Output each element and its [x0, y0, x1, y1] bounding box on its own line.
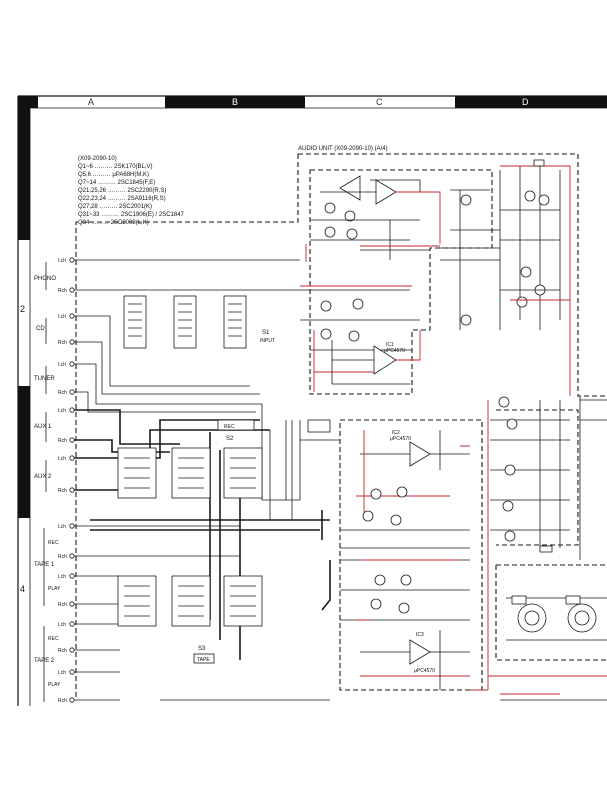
input-label-tape1: TAPE 1	[34, 562, 55, 568]
ic2-label: IC2	[392, 430, 400, 436]
input-label-tape1-rec: REC	[48, 540, 59, 546]
input-label-tape2: TAPE 2	[34, 658, 55, 664]
row-label-2: 2	[20, 304, 25, 314]
parts-list-line: Q7~14 ……… 2SC1845(F,E)	[78, 180, 155, 186]
input-label-tape2-rec: REC	[48, 636, 59, 642]
lower-wiring	[160, 693, 607, 701]
switch-s3-label: S3	[198, 646, 206, 652]
column-label-b: B	[232, 97, 238, 107]
column-ruler: A B C D	[18, 96, 607, 108]
channel-label: Lch	[58, 408, 66, 414]
switch-s1-caption: INPUT	[260, 338, 275, 344]
ic1-part: μPC4570	[384, 348, 405, 354]
input-jacks: PHONO Lch Rch CD Lch Rch TUNER Lch Rch A…	[34, 257, 75, 704]
channel-label: Lch	[58, 670, 66, 676]
input-label-tape2-play: PLAY	[48, 682, 61, 688]
switch-wafer	[171, 447, 211, 499]
parts-list-line: Q21,25,26 ……… 2SC2290(R,S)	[78, 188, 166, 194]
switch-s1-label: S1	[262, 330, 270, 336]
channel-label: Rch	[58, 288, 67, 294]
ic2-part: μPC4570	[390, 436, 411, 442]
parts-list-line: Q22,23,24 ……… 2SA9116(R,S)	[78, 196, 166, 202]
switch-s3: S3 TAPE	[117, 575, 263, 664]
unit-title: AUDIO UNIT (X09-2090-10) (A/4)	[298, 146, 388, 152]
channel-label: Rch	[58, 602, 67, 608]
switch-s2-caption: REC	[224, 424, 235, 430]
input-label-tuner: TUNER	[34, 376, 55, 382]
channel-label: Rch	[58, 438, 67, 444]
row-label-3: 3	[20, 444, 25, 454]
parts-list-line: Q31~33 ……… 2SC1906(E) / 2SC1847	[78, 212, 185, 218]
switch-s3-caption: TAPE	[197, 657, 210, 663]
channel-label: Lch	[58, 574, 66, 580]
opamp-ic2	[409, 441, 431, 467]
parts-list: (X09-2090-10) Q1~6 ……… 2SK170(BL,V) Q5,6…	[78, 156, 185, 226]
switch-s2-label: S2	[226, 436, 234, 442]
phono-amp: IC1 μPC4570	[300, 175, 441, 392]
column-label-d: D	[522, 97, 529, 107]
output-stage-bottom	[470, 396, 607, 691]
column-label-c: C	[376, 97, 383, 107]
switch-wafer	[117, 447, 157, 499]
channel-label: Rch	[58, 340, 67, 346]
row-label-1: 1	[20, 160, 25, 170]
output-stage-top	[440, 159, 571, 396]
channel-label: Lch	[58, 524, 66, 530]
ic3-part: μPC4570	[414, 668, 435, 674]
channel-label: Rch	[58, 390, 67, 396]
input-label-phono: PHONO	[34, 276, 56, 282]
channel-label: Rch	[58, 488, 67, 494]
input-label-aux1: AUX 1	[34, 424, 52, 430]
switch-wafer	[223, 575, 263, 627]
channel-label: Lch	[58, 362, 66, 368]
column-label-a: A	[88, 97, 94, 107]
channel-label: Rch	[58, 698, 67, 704]
switch-wafer	[123, 295, 147, 349]
parts-list-line: (X09-2090-10)	[78, 156, 117, 162]
channel-label: Lch	[58, 258, 66, 264]
parts-list-line: Q5,6 ……… μPA68H(M,K)	[78, 172, 149, 178]
parts-list-line: Q34 ……… 2SC2003(L,K)	[78, 220, 149, 226]
channel-label: Rch	[58, 554, 67, 560]
ic1-label: IC1	[386, 342, 394, 348]
input-label-tape1-play: PLAY	[48, 586, 61, 592]
input-bus-wiring	[74, 259, 330, 701]
switch-wafer	[173, 295, 197, 349]
switch-wafer	[223, 295, 247, 349]
switch-s1: S1 INPUT	[123, 295, 275, 349]
row-ruler: 1 2 3 4	[18, 108, 30, 594]
opamp-ic3	[409, 639, 431, 665]
line-amp: IC2 μPC4570 IC3 μPC4570	[299, 419, 470, 690]
ic3-label: IC3	[416, 632, 424, 638]
opamp-ic1-top	[375, 179, 397, 205]
channel-label: Lch	[58, 314, 66, 320]
input-label-aux2: AUX 2	[34, 474, 52, 480]
parts-list-line: Q1~6 ……… 2SK170(BL,V)	[78, 164, 153, 170]
switch-wafer	[117, 575, 157, 627]
input-label-cd: CD	[36, 326, 45, 332]
channel-label: Lch	[58, 456, 66, 462]
unit-boundary: AUDIO UNIT (X09-2090-10) (A/4)	[75, 146, 607, 700]
row-label-4: 4	[20, 584, 25, 594]
channel-label: Rch	[58, 648, 67, 654]
channel-label: Lch	[58, 622, 66, 628]
switch-s2: REC S2	[117, 419, 263, 499]
switch-wafer	[171, 575, 211, 627]
parts-list-line: Q27,28 ……… 2SC2001(K)	[78, 204, 152, 210]
control-pots	[506, 595, 607, 641]
switch-wafer	[223, 447, 263, 499]
